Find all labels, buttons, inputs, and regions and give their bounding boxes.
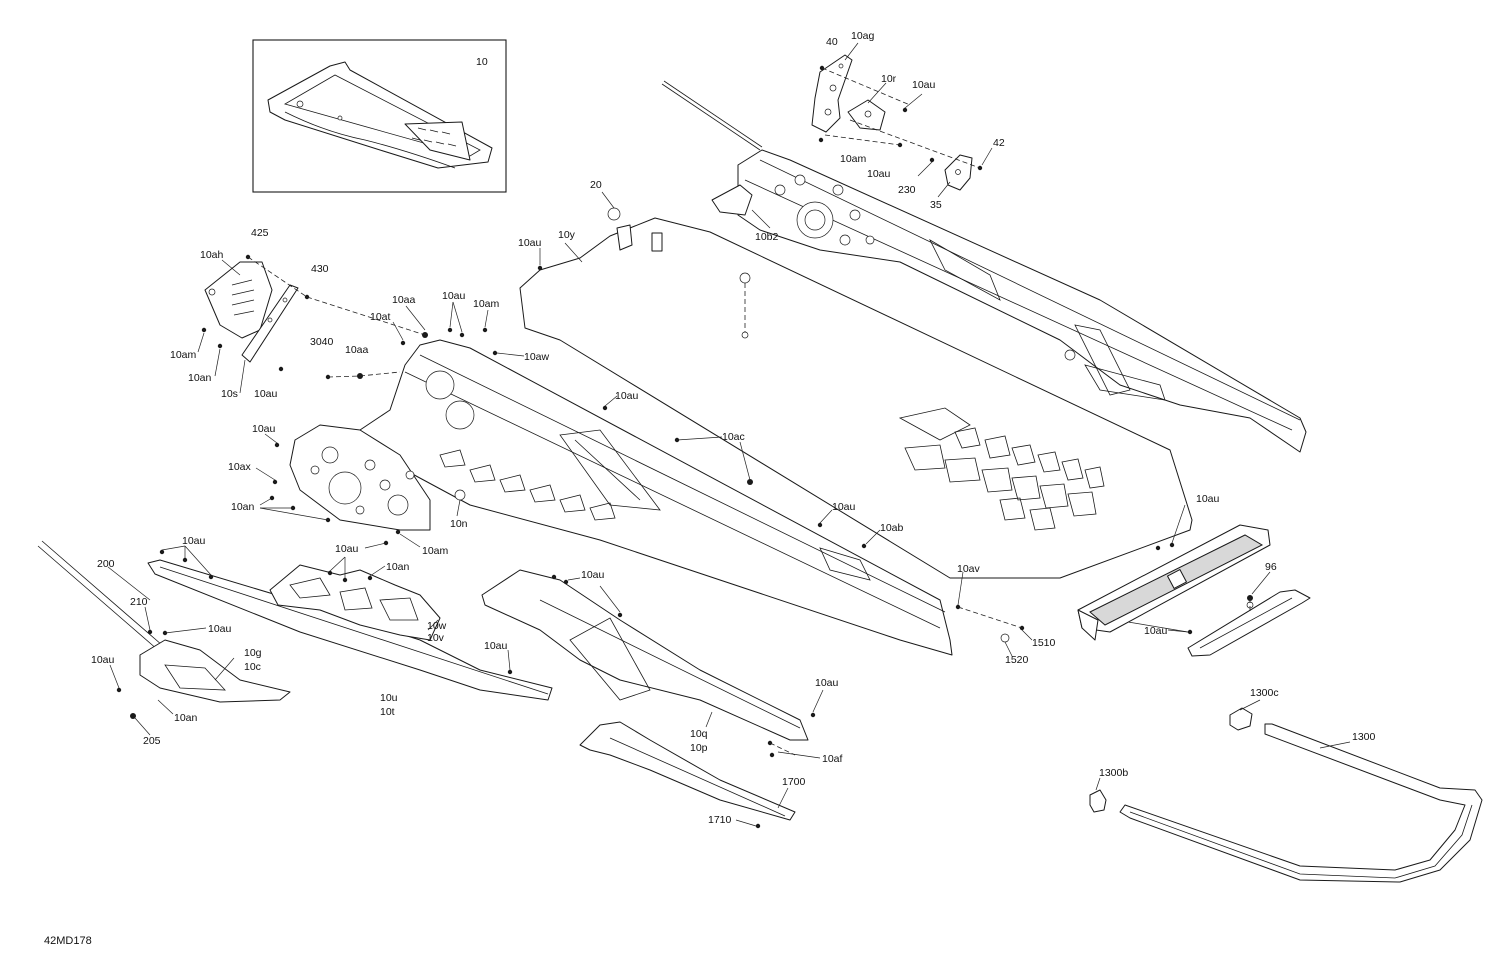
callout-210: 210 <box>130 596 148 608</box>
assembly-lines <box>247 67 1251 756</box>
callout-10y: 10y <box>558 229 576 241</box>
callout-10v: 10v <box>427 632 445 644</box>
callout-10ab: 10ab <box>880 522 904 534</box>
callout-425: 425 <box>251 227 269 239</box>
bracket-35 <box>944 154 973 191</box>
callout-10au: 10au <box>518 237 542 249</box>
callout-10au: 10au <box>912 79 936 91</box>
callout-10u: 10u <box>380 692 398 704</box>
callout-10au: 10au <box>1144 625 1168 637</box>
diagram-reference-code: 42MD178 <box>44 935 92 947</box>
callout-10am: 10am <box>840 153 867 165</box>
callout-35: 35 <box>930 199 942 211</box>
callout-10au: 10au <box>1196 493 1220 505</box>
callout-10aa: 10aa <box>392 294 416 306</box>
lower-rail-10q <box>481 569 809 741</box>
callout-10n: 10n <box>450 518 468 530</box>
inset-frame <box>252 39 507 193</box>
callout-10au: 10au <box>254 388 278 400</box>
callout-10at: 10at <box>370 311 391 323</box>
left-rail-cutouts <box>439 449 616 521</box>
callout-1300b: 1300b <box>1099 767 1128 779</box>
callout-10g: 10g <box>244 647 262 659</box>
bracket-10ah <box>204 261 273 339</box>
bracket-10ag <box>811 54 853 133</box>
callout-10ag: 10ag <box>851 30 875 42</box>
bumper-clip-1300c <box>1229 707 1253 731</box>
callout-205: 205 <box>143 735 161 747</box>
callout-10an: 10an <box>174 712 198 724</box>
callout-10am: 10am <box>473 298 500 310</box>
callout-20: 20 <box>590 179 602 191</box>
skid-1700 <box>579 721 796 821</box>
callout-10an: 10an <box>188 372 212 384</box>
inset-overview: 10 <box>252 39 507 193</box>
callout-10af: 10af <box>822 753 843 765</box>
callout-10au: 10au <box>91 654 115 666</box>
left-suspension-plate <box>289 424 431 531</box>
callout-10q: 10q <box>690 728 708 740</box>
right-side-rail <box>661 80 1307 453</box>
callout-1510: 1510 <box>1032 637 1056 649</box>
callout-10au: 10au <box>581 569 605 581</box>
steering-rod-200 <box>37 540 163 651</box>
callout-10am: 10am <box>422 545 449 557</box>
callout-10au: 10au <box>484 640 508 652</box>
callout-42: 42 <box>993 137 1005 149</box>
rear-bumper-1300 <box>1119 723 1483 883</box>
rear-crossmember <box>1077 524 1271 641</box>
callout-1520: 1520 <box>1005 654 1029 666</box>
inset-tunnel-assembly <box>267 61 493 169</box>
callout-10p: 10p <box>690 742 708 754</box>
callout-10au: 10au <box>867 168 891 180</box>
callout-10au: 10au <box>252 423 276 435</box>
callout-1700: 1700 <box>782 776 806 788</box>
callout-10au: 10au <box>208 623 232 635</box>
callout-10s: 10s <box>221 388 238 400</box>
tunnel-top-plate <box>519 217 1193 579</box>
callout-10b2: 10b2 <box>755 231 779 243</box>
tunnel-cooler-openings <box>904 427 1105 531</box>
footrest-10g <box>139 639 291 703</box>
callout-10au: 10au <box>442 290 466 302</box>
callout-10aa: 10aa <box>345 344 369 356</box>
callout-10ax: 10ax <box>228 461 252 473</box>
callout-10au: 10au <box>615 390 639 402</box>
bracket-10r <box>847 99 886 131</box>
callout-10t: 10t <box>380 706 395 718</box>
callout-10au: 10au <box>832 501 856 513</box>
bracket-10s <box>241 284 299 363</box>
callout-96: 96 <box>1265 561 1277 573</box>
callout-10au: 10au <box>815 677 839 689</box>
callout-40: 40 <box>826 36 838 48</box>
callout-3040: 3040 <box>310 336 334 348</box>
callout-10au: 10au <box>182 535 206 547</box>
callout-labels: 10ag 40 10r 10au 10am 10au 42 230 35 20 … <box>91 30 1376 826</box>
callout-230: 230 <box>898 184 916 196</box>
inset-label: 10 <box>476 56 488 68</box>
callout-10c: 10c <box>244 661 261 673</box>
callout-1300c: 1300c <box>1250 687 1279 699</box>
callout-200: 200 <box>97 558 115 570</box>
callout-10am: 10am <box>170 349 197 361</box>
callout-10ah: 10ah <box>200 249 224 261</box>
callout-10av: 10av <box>957 563 981 575</box>
callout-10aw: 10aw <box>524 351 550 363</box>
callout-10au: 10au <box>335 543 359 555</box>
callout-10r: 10r <box>881 73 897 85</box>
callout-1710: 1710 <box>708 814 732 826</box>
leader-lines <box>107 42 1351 827</box>
cross-brace-10w <box>269 564 441 641</box>
bumper-clip-1300b <box>1089 789 1107 813</box>
callout-1300: 1300 <box>1352 731 1376 743</box>
callout-430: 430 <box>311 263 329 275</box>
callout-10an: 10an <box>386 561 410 573</box>
callout-10w: 10w <box>427 620 447 632</box>
callout-10ac: 10ac <box>722 431 745 443</box>
callout-10an: 10an <box>231 501 255 513</box>
